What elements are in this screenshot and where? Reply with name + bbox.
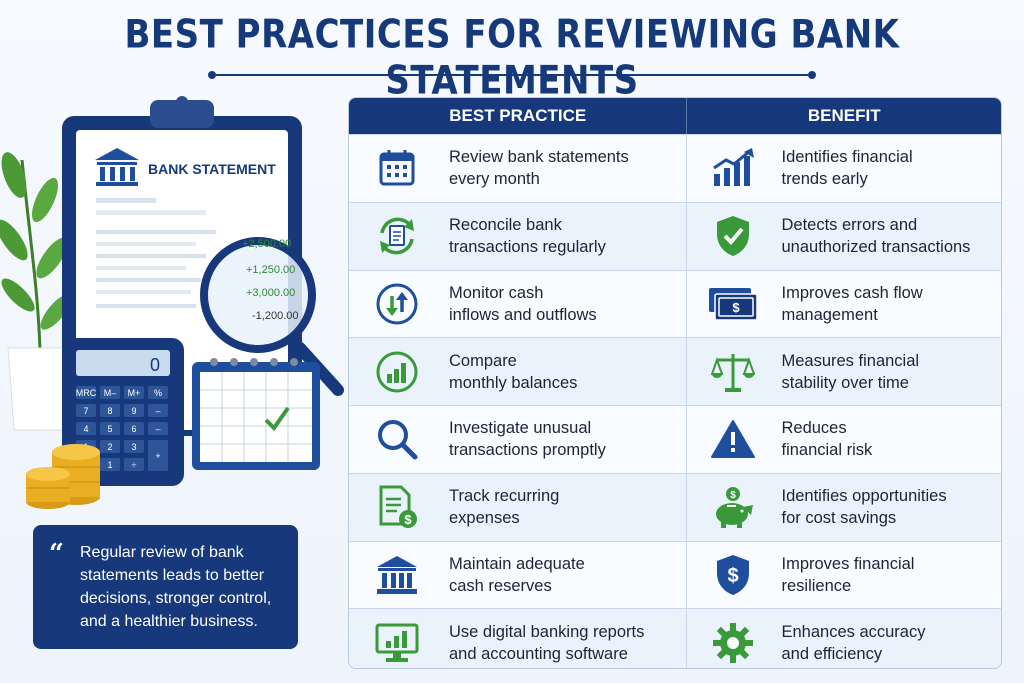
svg-text:4: 4 bbox=[83, 424, 88, 434]
svg-text:6: 6 bbox=[131, 424, 136, 434]
svg-text:0: 0 bbox=[150, 355, 160, 375]
arrows-up-down-icon bbox=[369, 280, 425, 328]
warning-icon bbox=[705, 415, 761, 463]
svg-text:÷: ÷ bbox=[132, 460, 137, 470]
shield-dollar-icon: $ bbox=[705, 551, 761, 599]
table-header: BEST PRACTICE BENEFIT bbox=[349, 98, 1001, 134]
svg-text:5: 5 bbox=[107, 424, 112, 434]
document-dollar-icon: $ bbox=[369, 483, 425, 531]
calendar-icon bbox=[369, 144, 425, 192]
practices-table: BEST PRACTICE BENEFIT Review bank statem… bbox=[348, 97, 1002, 669]
bank-statement-illustration: BANK STATEMENT +2,500.00 +1,250.00 +3,00… bbox=[0, 96, 344, 509]
svg-text:2: 2 bbox=[107, 442, 112, 452]
quote-text: Regular review of bank statements leads … bbox=[80, 544, 272, 630]
banknotes-icon: $ bbox=[705, 280, 761, 328]
svg-text:$: $ bbox=[404, 512, 412, 527]
svg-text:+1,250.00: +1,250.00 bbox=[246, 264, 295, 276]
svg-text:3: 3 bbox=[131, 442, 136, 452]
svg-text:M–: M– bbox=[104, 388, 117, 398]
bank-icon bbox=[95, 148, 139, 186]
svg-text:8: 8 bbox=[107, 406, 112, 416]
svg-text:–: – bbox=[155, 406, 160, 416]
svg-text:–: – bbox=[155, 424, 160, 434]
header-best-practice: BEST PRACTICE bbox=[349, 98, 688, 134]
svg-text:+: + bbox=[155, 451, 160, 461]
monitor-chart-icon bbox=[369, 619, 425, 667]
svg-text:M+: M+ bbox=[128, 388, 141, 398]
page-title: BEST PRACTICES FOR REVIEWING BANK STATEM… bbox=[124, 12, 900, 104]
svg-text:%: % bbox=[154, 388, 162, 398]
svg-text:MRC: MRC bbox=[76, 388, 97, 398]
svg-text:+2,500.00: +2,500.00 bbox=[242, 238, 291, 250]
title-divider bbox=[208, 71, 816, 79]
svg-text:$: $ bbox=[733, 300, 741, 315]
svg-text:1: 1 bbox=[107, 460, 112, 470]
bar-chart-up-icon bbox=[705, 144, 761, 192]
magnifier-icon bbox=[369, 415, 425, 463]
svg-text:-1,200.00: -1,200.00 bbox=[252, 310, 298, 322]
statement-title: BANK STATEMENT bbox=[148, 161, 276, 177]
svg-text:+3,000.00: +3,000.00 bbox=[246, 287, 295, 299]
reconcile-document-icon bbox=[369, 212, 425, 260]
desk-calendar-icon bbox=[192, 358, 320, 470]
svg-text:$: $ bbox=[731, 490, 737, 501]
svg-text:$: $ bbox=[728, 565, 739, 587]
shield-check-icon bbox=[705, 212, 761, 260]
bank-icon bbox=[369, 551, 425, 599]
header-benefit: BENEFIT bbox=[807, 106, 881, 125]
quote-mark-icon: “ bbox=[49, 539, 64, 569]
svg-text:7: 7 bbox=[83, 406, 88, 416]
gear-icon bbox=[705, 619, 761, 667]
piggy-bank-icon: $ bbox=[705, 483, 761, 531]
bar-chart-circle-icon bbox=[369, 348, 425, 396]
quote-box: “ Regular review of bank statements lead… bbox=[33, 525, 298, 649]
coins-icon bbox=[26, 444, 100, 509]
balance-scale-icon bbox=[705, 348, 761, 396]
svg-text:9: 9 bbox=[131, 406, 136, 416]
